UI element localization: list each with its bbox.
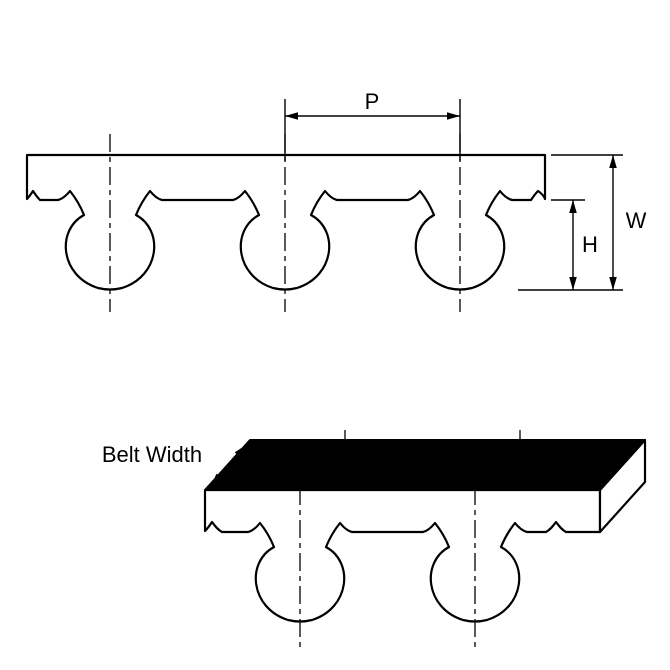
belt-profile-outline [25, 153, 547, 291]
tooth-height-dimension: H [551, 199, 598, 290]
belt-height-label: W [626, 208, 647, 233]
pitch-label: P [365, 89, 380, 114]
pitch-arrowhead-right [447, 112, 460, 120]
belt-height-dimension: W [518, 154, 647, 291]
belt-width-label: Belt Width [102, 442, 202, 467]
belt-width-arrowhead-lower [211, 473, 223, 486]
tooth-height-arrowhead-top [569, 200, 577, 213]
side-profile-view: P W H [25, 89, 647, 312]
pitch-arrowhead-left [285, 112, 298, 120]
belt-3d-top-face [204, 439, 646, 491]
belt-height-arrowhead-top [609, 155, 617, 168]
belt-width-arrowhead-upper [234, 445, 246, 458]
belt-width-annotation: Belt Width [102, 442, 247, 487]
tooth-height-arrowhead-bottom [569, 277, 577, 290]
belt-3d-front-face [203, 488, 602, 623]
tooth-height-label: H [582, 232, 598, 257]
belt-height-arrowhead-bottom [609, 277, 617, 290]
pitch-dimension: P [284, 89, 461, 161]
isometric-view: Belt Width [102, 430, 647, 650]
